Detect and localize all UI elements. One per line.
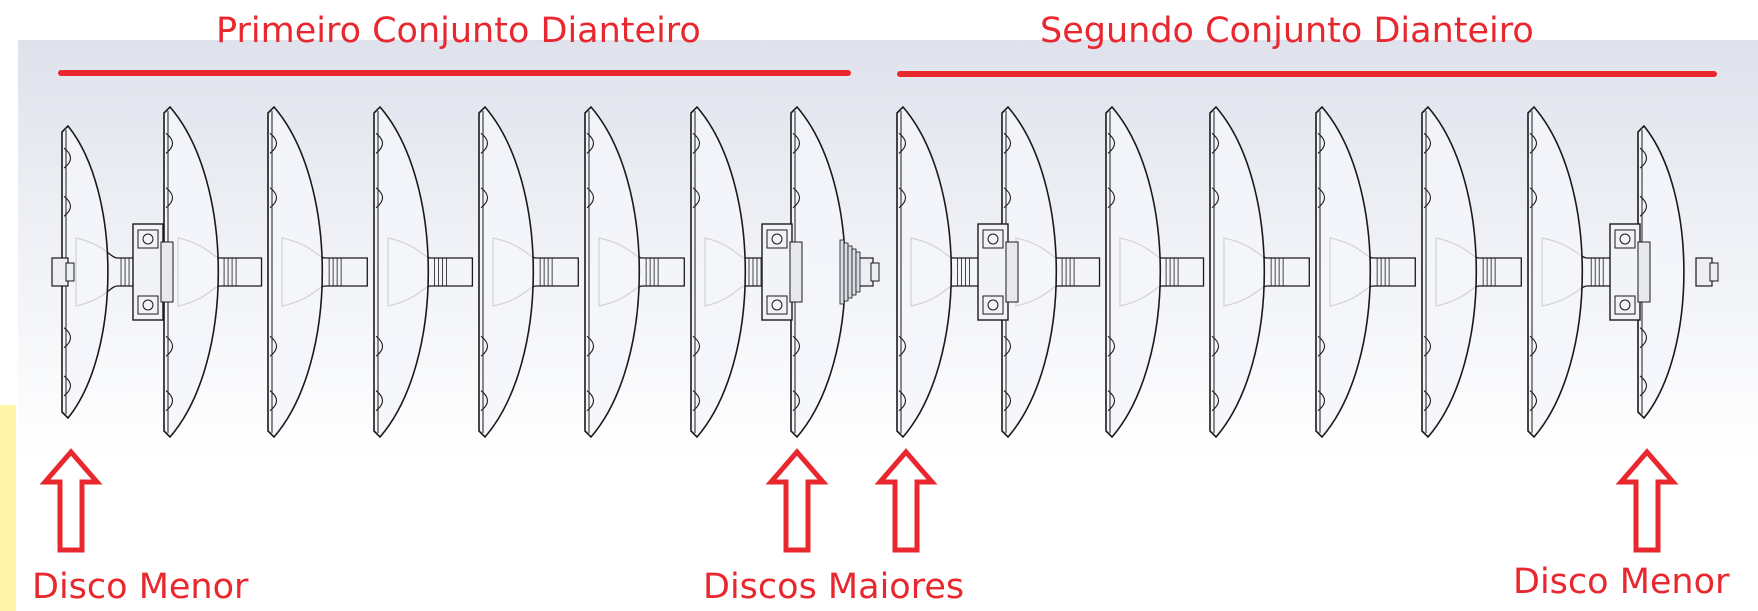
- end-nut: [51, 257, 75, 287]
- large-disc: [478, 105, 535, 439]
- large-disc: [896, 105, 953, 439]
- large-disc: [690, 105, 747, 439]
- end-nut: [856, 257, 880, 287]
- large-disc: [1527, 105, 1584, 439]
- red-pointer-arrow: [1615, 448, 1679, 553]
- large-disc: [1315, 105, 1372, 439]
- large-disc: [267, 105, 324, 439]
- small-disc-right-label: Disco Menor: [1513, 562, 1730, 602]
- bearing-layer: [51, 223, 1719, 321]
- large-disc: [1421, 105, 1478, 439]
- large-disc: [373, 105, 430, 439]
- large-disc: [1105, 105, 1162, 439]
- larger-discs-label: Discos Maiores: [703, 567, 965, 607]
- large-disc: [1209, 105, 1266, 439]
- arrow-layer: [39, 448, 1679, 553]
- bearing-housing: [977, 223, 1019, 321]
- disc-layer: [61, 105, 1685, 439]
- first-group-title: Primeiro Conjunto Dianteiro: [216, 11, 701, 51]
- bearing-housing: [132, 223, 174, 321]
- washer-stack: [839, 239, 861, 305]
- large-disc: [1001, 105, 1058, 439]
- red-pointer-arrow: [765, 448, 829, 553]
- bearing-housing: [761, 223, 803, 321]
- small-disc-left-label: Disco Menor: [32, 567, 249, 607]
- bearing-housing: [1609, 223, 1651, 321]
- red-pointer-arrow: [39, 448, 103, 553]
- second-group-bracket-line: [897, 71, 1717, 77]
- large-disc: [584, 105, 641, 439]
- first-group-bracket-line: [58, 70, 851, 76]
- second-group-title: Segundo Conjunto Dianteiro: [1040, 11, 1534, 51]
- red-pointer-arrow: [874, 448, 938, 553]
- yellow-edge-strip: [0, 405, 16, 611]
- end-nut: [1695, 257, 1719, 287]
